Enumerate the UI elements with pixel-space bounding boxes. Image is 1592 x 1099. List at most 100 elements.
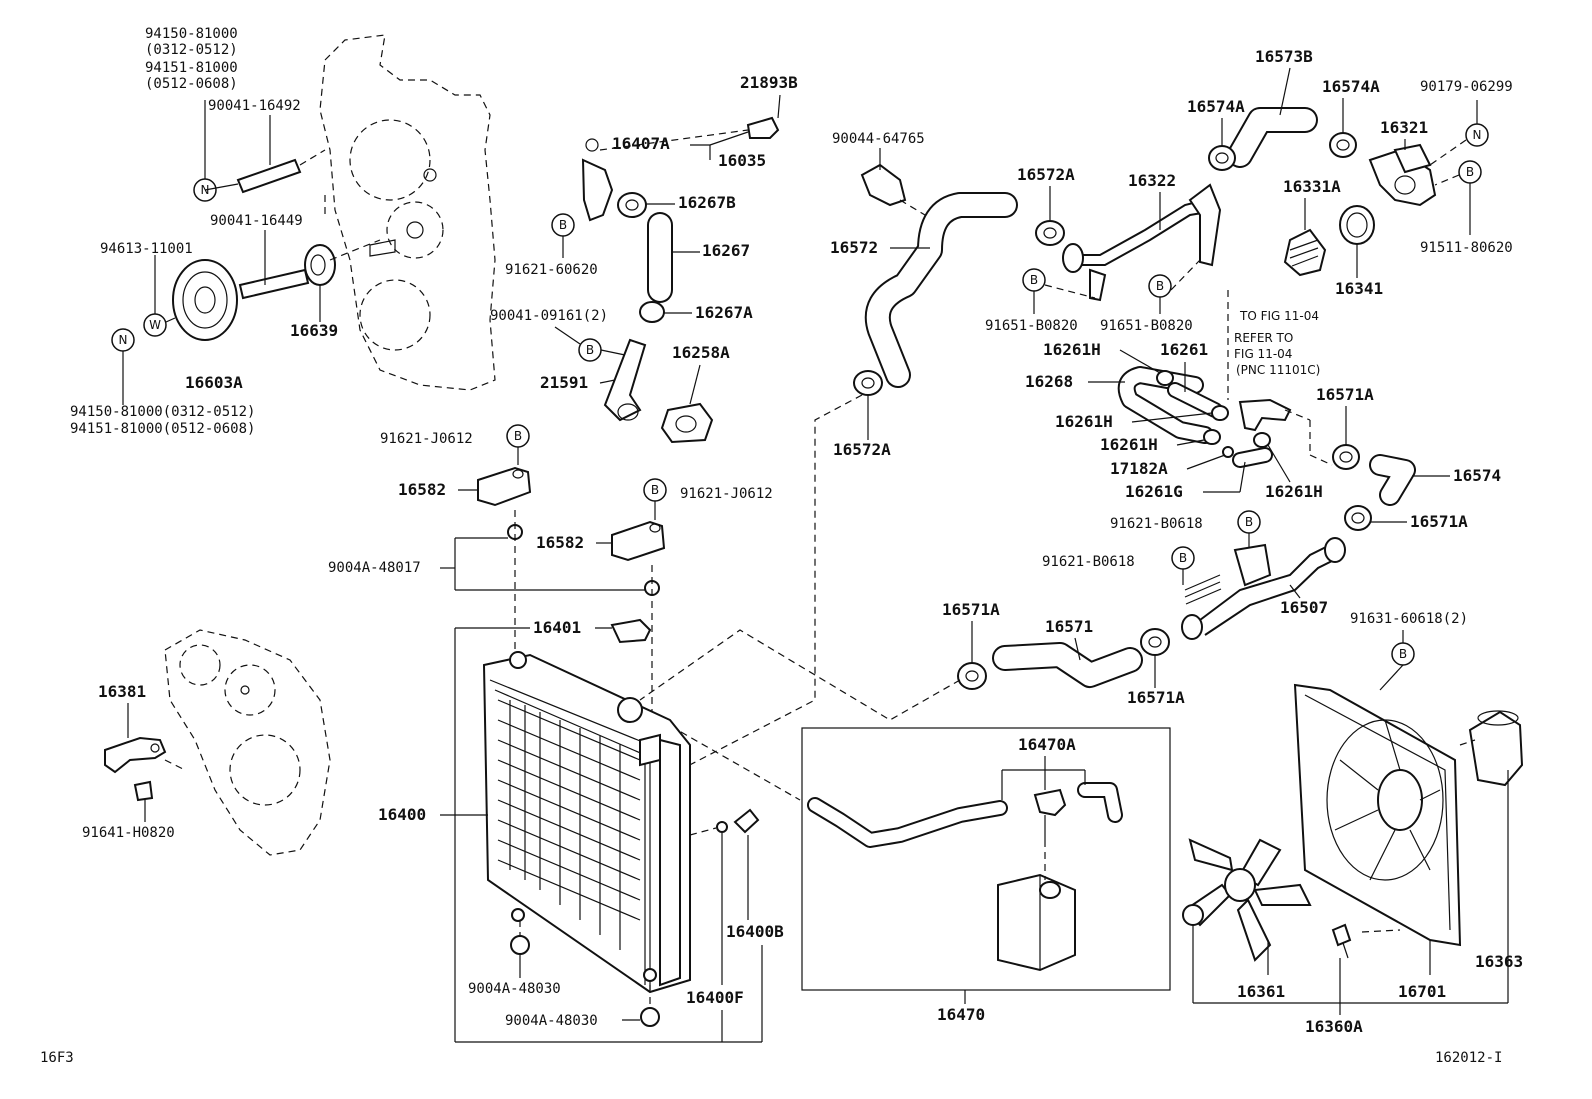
label-16400B: 16400B xyxy=(726,922,784,941)
clamp-16261H-3 xyxy=(1203,429,1221,445)
nut-badge-90179: N xyxy=(1465,123,1489,147)
plug-17182A xyxy=(1222,446,1234,458)
label-16261H-1: 16261H xyxy=(1043,340,1101,359)
hose-16574 xyxy=(1371,456,1414,504)
bolt-16360A xyxy=(1331,923,1352,959)
label-16574A-2: 16574A xyxy=(1322,77,1380,96)
label-16267: 16267 xyxy=(702,241,750,260)
badge-letter: B xyxy=(1179,551,1187,565)
radiator-mount-16582-right xyxy=(611,520,666,562)
label-16261H-2: 16261H xyxy=(1055,412,1113,431)
label-16361: 16361 xyxy=(1237,982,1285,1001)
label-16381: 16381 xyxy=(98,682,146,701)
reserve-tank-group-box xyxy=(801,727,1171,991)
label-16571A-3: 16571A xyxy=(942,600,1000,619)
bolt-badge-91621-J0612a: B xyxy=(506,424,530,448)
label-16573B: 16573B xyxy=(1255,47,1313,66)
label-16261H-4: 16261H xyxy=(1265,482,1323,501)
bolt-badge-91651a: B xyxy=(1022,268,1046,292)
bolt-badge-91621-B0618a: B xyxy=(1237,510,1261,534)
badge-letter: B xyxy=(559,218,567,232)
label-94150-81000-b: 94150-81000(0312-0512) xyxy=(70,404,255,420)
badge-letter: B xyxy=(514,429,522,443)
label-91651-B0820b: 91651-B0820 xyxy=(1100,318,1193,334)
bolt-91641-H0820 xyxy=(133,780,154,812)
idler-spacer xyxy=(304,244,336,286)
stud-lower xyxy=(238,268,310,300)
label-0512-0608: (0512-0608) xyxy=(145,76,238,92)
label-16574A-1: 16574A xyxy=(1187,97,1245,116)
water-pipe-16507 xyxy=(1181,537,1346,640)
label-16261G: 16261G xyxy=(1125,482,1183,501)
label-16701: 16701 xyxy=(1398,982,1446,1001)
label-16261H-3: 16261H xyxy=(1100,435,1158,454)
tank-hose-elbow xyxy=(1077,782,1123,823)
gasket-16341 xyxy=(1339,205,1375,245)
clamp-16571A-4 xyxy=(1140,628,1170,656)
hose-16261 xyxy=(1169,384,1221,416)
note-fig: FIG 11-04 xyxy=(1234,347,1292,361)
gasket-16258A xyxy=(660,402,714,444)
label-21591: 21591 xyxy=(540,373,588,392)
bolt-badge-91621: B xyxy=(551,213,575,237)
hose-16573B xyxy=(1229,109,1316,166)
badge-letter: B xyxy=(1399,647,1407,661)
label-16582a: 16582 xyxy=(398,480,446,499)
reserve-tank xyxy=(997,873,1076,972)
union-tee xyxy=(1238,398,1292,432)
label-9004A-48030a: 9004A-48030 xyxy=(468,981,561,997)
badge-letter: B xyxy=(651,483,659,497)
label-16261: 16261 xyxy=(1160,340,1208,359)
radiator-cap-seat-16401 xyxy=(610,618,652,644)
clamp-16261H-1 xyxy=(1156,370,1174,386)
hose-16572 xyxy=(866,194,1016,386)
label-16572: 16572 xyxy=(830,238,878,257)
bolt-badge-91621-J0612b: B xyxy=(643,478,667,502)
label-16258A: 16258A xyxy=(672,343,730,362)
idler-pulley xyxy=(172,259,238,341)
timing-cover-lower xyxy=(164,629,331,856)
grommet-9004A-48030-a xyxy=(510,935,530,955)
label-16572A-bottom: 16572A xyxy=(833,440,891,459)
stud-upper xyxy=(236,149,326,194)
overflow-hose xyxy=(807,797,1008,848)
label-91621-J0612a: 91621-J0612 xyxy=(380,431,473,447)
badge-letter: B xyxy=(1245,515,1253,529)
label-16363: 16363 xyxy=(1475,952,1523,971)
label-91621-60620: 91621-60620 xyxy=(505,262,598,278)
label-94151-81000-b: 94151-81000(0512-0608) xyxy=(70,421,255,437)
label-9004A-48017: 9004A-48017 xyxy=(328,560,421,576)
label-16507: 16507 xyxy=(1280,598,1328,617)
label-16331A: 16331A xyxy=(1283,177,1341,196)
bolt-badge-91621-B0618b: B xyxy=(1171,546,1195,570)
pipe-21591 xyxy=(603,338,647,422)
clamp-16571A-3 xyxy=(957,662,987,690)
hose-bracket-90044 xyxy=(860,163,907,207)
label-16322: 16322 xyxy=(1128,171,1176,190)
label-16400F: 16400F xyxy=(686,988,744,1007)
label-91621-J0612b: 91621-J0612 xyxy=(680,486,773,502)
grommet-9004A-48030-b xyxy=(640,1007,660,1027)
label-91631-60618: 91631-60618(2) xyxy=(1350,611,1468,627)
label-16267B: 16267B xyxy=(678,193,736,212)
water-inlet-pipe xyxy=(581,138,614,222)
label-17182A: 17182A xyxy=(1110,459,1168,478)
bolt-badge-91651b: B xyxy=(1148,274,1172,298)
bolt-badge-91631: B xyxy=(1391,642,1415,666)
label-16401: 16401 xyxy=(533,618,581,637)
label-16470A: 16470A xyxy=(1018,735,1076,754)
clamp-16261H-2 xyxy=(1211,405,1229,421)
label-16571: 16571 xyxy=(1045,617,1093,636)
note-refer-to: REFER TO xyxy=(1234,331,1293,345)
label-16571A-1: 16571A xyxy=(1316,385,1374,404)
label-94151-81000: 94151-81000 xyxy=(145,60,238,76)
label-90041-09161: 90041-09161(2) xyxy=(490,308,608,324)
bolt-badge-90041: B xyxy=(578,338,602,362)
label-91621-B0618a: 91621-B0618 xyxy=(1110,516,1203,532)
label-94613-11001: 94613-11001 xyxy=(100,241,193,257)
badge-letter: N xyxy=(1473,128,1482,142)
hose-16261G xyxy=(1234,449,1271,466)
label-91641-H0820: 91641-H0820 xyxy=(82,825,175,841)
bracket-21893B xyxy=(746,116,780,139)
nut-badge-2: N xyxy=(111,328,135,352)
